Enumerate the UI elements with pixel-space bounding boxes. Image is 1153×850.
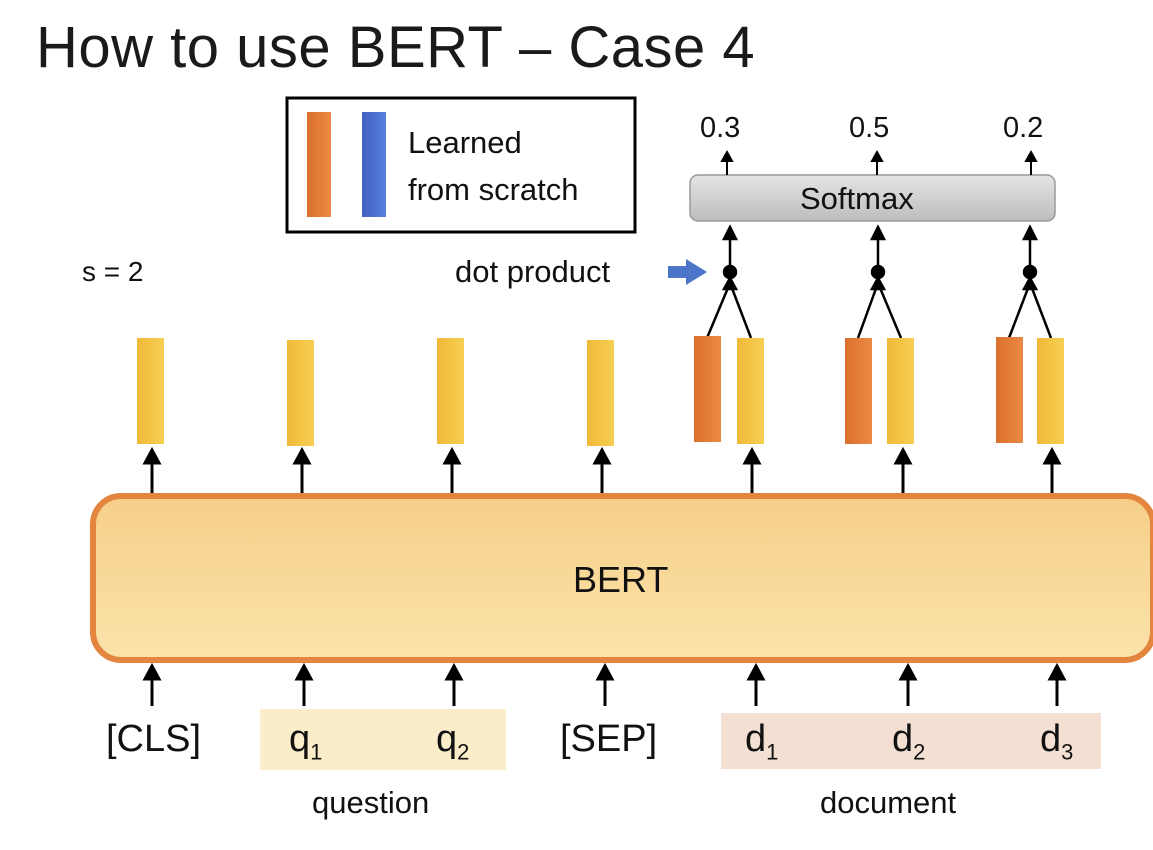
bert-output-arrows [142,446,1062,496]
token-d2-sub: 2 [913,739,926,765]
score-d2: 0.5 [849,112,890,144]
output-vector-d3 [1037,338,1064,444]
dot-product-label: dot product [455,254,611,289]
token-q1: q1 [289,718,322,766]
bert-block [90,493,1153,663]
token-q2: q2 [436,718,469,766]
output-vector-d1 [737,338,764,444]
softmax-label: Softmax [800,181,914,216]
question-group-label: question [312,785,430,820]
question-group-bg [260,709,506,770]
token-q1-base: q [289,718,311,760]
start-vector-d1 [694,336,721,442]
softmax-box [689,174,1056,222]
start-vector-d3 [996,337,1023,443]
token-d3-sub: 3 [1061,739,1074,765]
token-d1-base: d [745,718,767,760]
output-vector-q2 [437,338,464,444]
s-value-label: s = 2 [82,256,144,287]
legend-label-line1: Learned [408,125,522,160]
token-d3-base: d [1040,718,1062,760]
output-vectors [137,336,1064,446]
output-vector-sep [587,340,614,446]
output-vector-q1 [287,340,314,446]
dot-product-nodes [705,224,1053,339]
legend-box [285,96,637,234]
bert-input-arrows [142,662,1067,706]
token-d2-base: d [892,718,914,760]
dot-product-arrow-icon [668,259,707,285]
token-cls: [CLS] [106,718,202,760]
bert-label: BERT [573,559,669,600]
token-q2-sub: 2 [457,739,470,765]
start-vector-d2 [845,338,872,444]
token-q2-base: q [436,718,458,760]
output-vector-cls [137,338,164,444]
token-d2: d2 [892,718,925,766]
legend-orange-vector [307,112,331,217]
score-arrows [720,149,1038,175]
page-title: How to use BERT – Case 4 [36,15,756,80]
token-d1: d1 [745,718,778,766]
document-group-label: document [820,785,957,820]
legend-blue-vector [362,112,386,217]
document-group-bg [721,713,1101,769]
legend-label-line2: from scratch [408,172,579,207]
output-vector-d2 [887,338,914,444]
score-d3: 0.2 [1003,112,1044,144]
token-sep: [SEP] [560,718,658,760]
token-q1-sub: 1 [310,739,323,765]
score-d1: 0.3 [700,112,741,144]
token-d1-sub: 1 [766,739,779,765]
token-d3: d3 [1040,718,1073,766]
